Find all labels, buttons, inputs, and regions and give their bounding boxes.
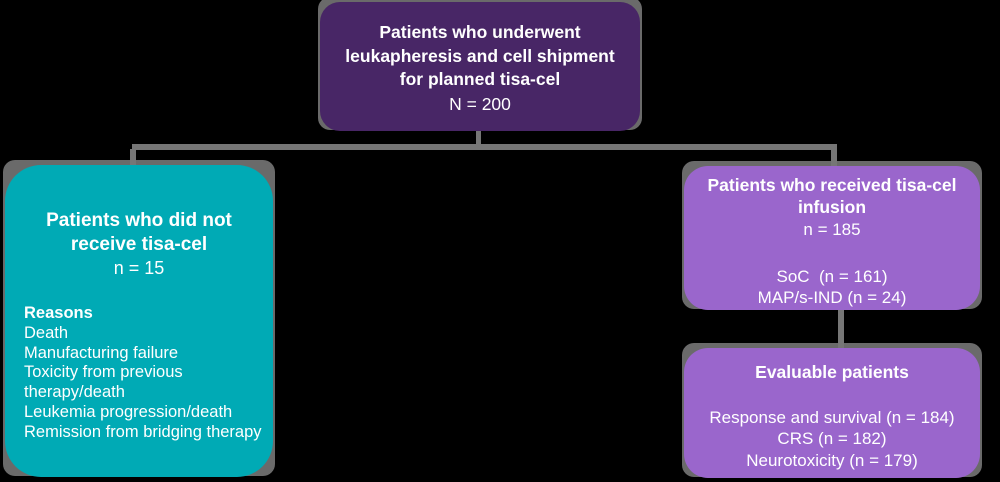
node-title: Patients who underwent leukapheresis and… xyxy=(345,22,615,89)
node-title: Patients who did not receive tisa-cel xyxy=(46,210,232,255)
node-title: Patients who received tisa-cel infusion xyxy=(707,175,957,217)
reason-item: Remission from bridging therapy xyxy=(24,422,262,441)
node-count: n = 185 xyxy=(803,220,861,239)
node-count: n = 15 xyxy=(113,258,165,278)
reason-item: Death xyxy=(24,323,69,342)
detail-line: Neurotoxicity (n = 179) xyxy=(746,450,918,470)
connector-drop-right xyxy=(831,149,837,167)
reasons-list: Reasons Death Manufacturing failure Toxi… xyxy=(5,304,273,443)
node-leukapheresis-body: Patients who underwent leukapheresis and… xyxy=(320,2,640,131)
detail-line: Response and survival (n = 184) xyxy=(709,408,955,427)
node-evaluable-patients-body: Evaluable patients Response and survival… xyxy=(684,348,980,478)
node-evaluable-patients: Evaluable patients Response and survival… xyxy=(682,343,982,478)
received-details: SoC (n = 161) MAP/s-IND (n = 24) xyxy=(684,266,980,309)
reason-item: Leukemia progression/death xyxy=(24,402,233,421)
reasons-heading: Reasons xyxy=(24,304,93,322)
connector-branch-horizontal xyxy=(132,144,837,150)
connector-root-stem xyxy=(476,129,481,145)
reason-item: Manufacturing failure xyxy=(24,343,179,362)
node-leukapheresis: Patients who underwent leukapheresis and… xyxy=(318,0,642,131)
node-received-infusion-body: Patients who received tisa-cel infusion … xyxy=(684,166,980,310)
node-received-infusion: Patients who received tisa-cel infusion … xyxy=(682,161,982,310)
connector-drop-left xyxy=(130,149,136,166)
node-not-received-body: Patients who did not receive tisa-cel n … xyxy=(5,165,273,477)
node-count: N = 200 xyxy=(449,93,511,114)
node-not-received: Patients who did not receive tisa-cel n … xyxy=(3,160,275,477)
connector-received-to-evaluable xyxy=(838,308,844,349)
node-title: Evaluable patients xyxy=(755,362,909,382)
detail-line: CRS (n = 182) xyxy=(777,429,887,449)
evaluable-details: Response and survival (n = 184) CRS (n =… xyxy=(684,407,980,471)
reason-item: Toxicity from previous therapy/death xyxy=(24,363,183,402)
detail-line: MAP/s-IND (n = 24) xyxy=(757,288,907,308)
detail-line: SoC (n = 161) xyxy=(776,267,888,286)
